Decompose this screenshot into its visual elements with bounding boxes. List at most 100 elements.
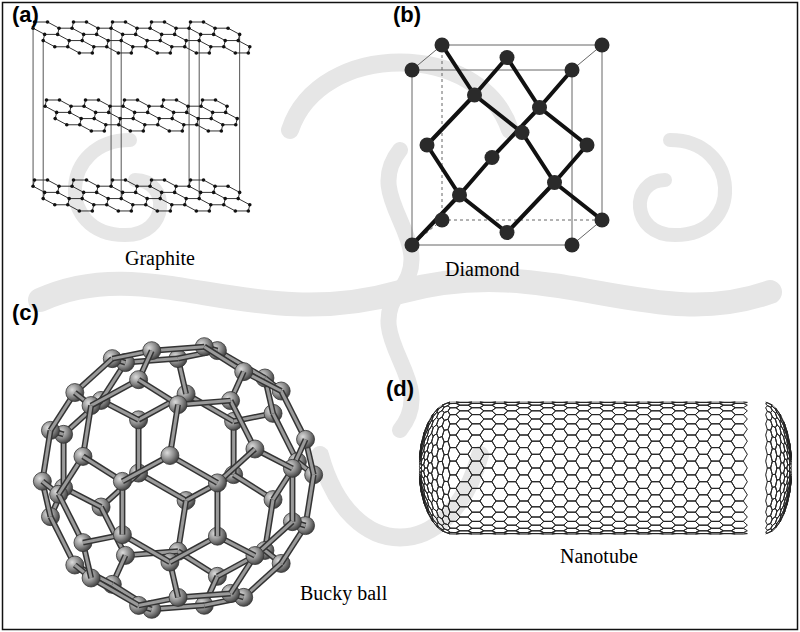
carbon-atom [202,178,206,182]
watermark-spiral [75,140,160,235]
carbon-atom [515,125,530,140]
carbon-bond [98,186,111,187]
carbon-bond [74,180,87,181]
carbon-atom [67,197,71,201]
carbon-atom [221,123,225,127]
carbon-atom [133,111,137,115]
carbon-bond [172,46,185,47]
carbon-bond [186,198,199,199]
carbon-atom [33,178,37,182]
carbon-atom [119,39,123,43]
carbon-atom [199,33,203,37]
carbon-atom [107,111,111,115]
carbon-atom [220,129,224,133]
carbon-atom [173,33,177,37]
carbon-atom [160,104,164,108]
carbon-bond [145,124,158,125]
carbon-atom [248,203,252,207]
carbon-bond [84,192,97,193]
carbon-atom [595,38,610,53]
carbon-atom [187,184,191,188]
carbon-atom [197,39,201,43]
carbon-bond [69,40,82,41]
carbon-atom [105,203,109,207]
carbon-bond [136,34,148,40]
carbon-bond [235,210,248,211]
carbon-bond [189,28,201,34]
carbon-bond [176,186,189,187]
carbon-atom [111,20,115,24]
unit-cell [412,45,602,245]
carbon-bond [152,22,165,23]
carbon-atom [90,129,94,133]
carbon-bond [108,198,121,199]
carbon-bond [82,41,94,47]
carbon-bond [80,125,92,131]
carbon-atom [41,39,45,43]
carbon-bond [157,210,170,211]
carbon-bond [59,186,72,187]
carbon-bond [146,47,158,53]
buckyball-drawing [33,338,322,619]
carbon-bond [198,118,211,119]
carbon-atom [94,111,98,115]
carbon-bond [159,118,172,119]
carbon-bond [138,100,150,106]
carbon-atom [170,117,174,121]
carbon-bond [187,112,199,118]
carbon-atom [158,197,162,201]
carbon-bond [211,119,223,125]
carbon-bond [108,40,121,41]
carbon-bond [99,100,111,106]
carbon-atom [189,20,193,24]
carbon-atom [45,98,49,102]
carbon-bond [191,22,204,23]
carbon-atom [185,111,189,115]
carbon-atom [214,98,218,102]
diamond-drawing [405,38,610,253]
carbon-atom [145,197,149,201]
carbon-atom [236,197,240,201]
carbon-atom [199,104,203,108]
carbon-atom [53,45,57,49]
tube-body [420,402,748,534]
carbon-atom [565,63,580,78]
carbon-atom [173,191,177,195]
carbon-atom [183,45,187,49]
carbon-atom [201,98,205,102]
carbon-bond [522,133,555,183]
carbon-atom [467,88,482,103]
carbon-atom [208,209,212,213]
carbon-bond [81,118,94,119]
carbon-atom [211,111,215,115]
front-lattice [420,402,748,534]
graphene-layer [43,98,239,133]
carbon-bond [33,28,45,34]
carbon-bond [148,112,160,118]
carbon-bond [228,186,240,192]
carbon-atom [109,26,113,30]
carbon-atom [145,39,149,43]
carbon-bond [97,34,109,40]
carbon-bond [201,34,214,35]
carbon-atom [119,197,123,201]
carbon-atom [248,45,252,49]
carbon-atom [97,98,101,102]
carbon-bond [71,106,84,107]
cell-edge [602,45,603,220]
carbon-atom [135,184,139,188]
graphite-drawing [31,20,251,213]
carbon-bond [238,199,250,205]
carbon-bond [45,106,57,112]
carbon-bond [113,22,126,23]
carbon-bond [507,58,540,108]
carbon-bond [169,130,182,131]
watermark-swirls [40,63,770,538]
carbon-atom [92,203,96,207]
carbon-bond [152,180,165,181]
interlayer-lines [33,28,240,198]
carbon-bond [79,52,92,53]
carbon-bond [165,180,177,186]
structure-name: Nanotube [560,545,638,568]
